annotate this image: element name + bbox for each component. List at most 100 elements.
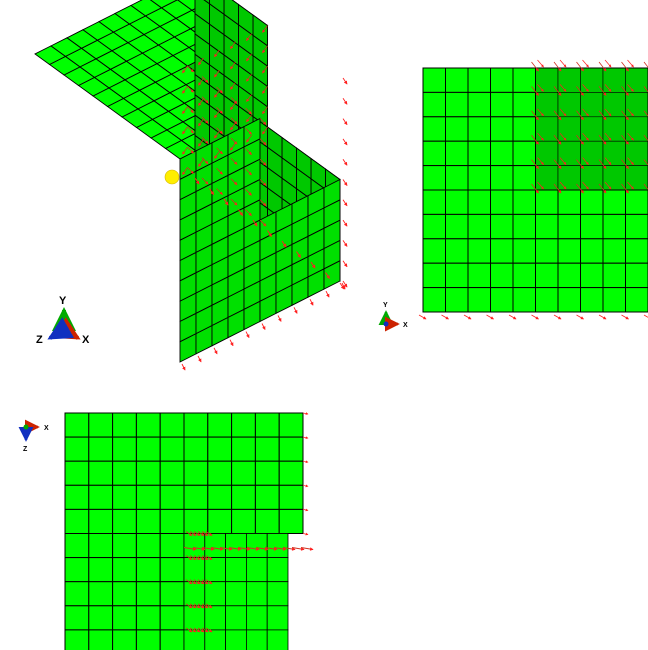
load-arrow [210,547,224,551]
mesh-element [512,213,536,240]
mesh-element [183,581,206,607]
load-arrow [264,547,278,551]
mesh-element [231,436,256,462]
mesh-element [467,287,491,313]
load-arrow [576,183,584,194]
load-arrow [216,127,223,134]
mesh-element [625,92,648,118]
mesh-element [580,67,604,93]
mesh-element [422,165,446,191]
mesh-element [557,238,581,264]
mesh-element [135,557,161,583]
load-arrow [245,331,250,339]
load-arrow [302,484,309,488]
load-arrow [183,547,197,551]
mesh-element [602,92,626,118]
load-arrow [621,61,629,72]
mesh-element [245,581,268,607]
load-arrow [553,314,562,320]
mesh-element [278,412,304,438]
load-arrow [537,84,544,92]
load-arrow [553,159,562,170]
mesh-element [130,0,163,17]
mesh-element [245,629,268,650]
top-view-xz[interactable] [64,412,314,650]
mesh-element [204,605,227,631]
load-arrow [277,315,282,322]
load-arrow [205,531,213,536]
load-arrow [537,59,544,68]
front-view-xy[interactable] [418,59,648,320]
mesh-element [254,436,280,462]
load-arrow [182,167,188,175]
mesh-element [557,262,581,289]
load-arrow [201,531,209,536]
load-arrow [209,188,214,195]
mesh-element [135,436,161,462]
load-arrow [205,627,213,633]
load-arrow [252,219,258,227]
load-arrow [291,547,305,551]
load-arrow [582,157,589,165]
load-arrow [604,84,612,92]
mesh-element [602,189,626,215]
mesh-element [135,581,161,607]
mesh-element [112,412,137,438]
mesh-element [88,412,114,438]
mesh-element [135,508,161,534]
mesh-element [225,533,247,559]
load-arrow [182,146,188,155]
load-arrow [342,138,348,146]
mesh-element [183,508,209,534]
load-arrow [342,118,348,126]
mesh-element [490,189,514,215]
axis-label-x: X [82,334,90,346]
load-arrow [214,151,220,159]
mesh-element [266,605,289,631]
mesh-element [112,581,137,607]
load-arrow [553,183,562,194]
load-arrow [325,272,330,279]
load-arrow [193,579,201,585]
mesh-element [135,412,161,438]
load-arrow [627,157,634,165]
load-arrow [245,107,252,115]
mesh-element [467,238,491,264]
mesh-element [135,460,161,486]
mesh-element [535,67,559,93]
load-arrow [201,547,215,551]
mesh-element [88,557,114,583]
load-arrow [219,547,233,551]
load-arrow [230,198,238,206]
mesh-element [445,116,469,142]
load-arrow [197,579,205,585]
mesh-element [183,484,209,510]
coordinate-triad-icon: Y X [378,302,408,332]
mesh-element [207,484,233,510]
mesh-element [422,91,446,118]
load-arrow [182,86,188,94]
load-arrow [262,86,268,94]
mesh-element [535,165,559,191]
load-arrow [531,183,539,194]
mesh-element [490,67,514,93]
load-arrow [230,61,236,70]
mesh-element [490,91,514,118]
mesh-element [266,629,289,650]
load-arrow [604,108,612,117]
mesh-element [207,436,233,462]
load-arrow [201,76,209,83]
load-arrow [262,25,268,33]
mesh-element [512,91,536,118]
isometric-view[interactable] [34,0,348,371]
load-arrow [201,116,209,124]
load-arrow [194,177,200,185]
load-arrow [598,159,607,170]
mesh-element [183,412,209,438]
load-arrow [201,555,209,560]
load-arrow [193,627,201,633]
mesh-element [580,213,604,240]
load-arrow [598,110,607,121]
load-arrow [582,108,589,117]
